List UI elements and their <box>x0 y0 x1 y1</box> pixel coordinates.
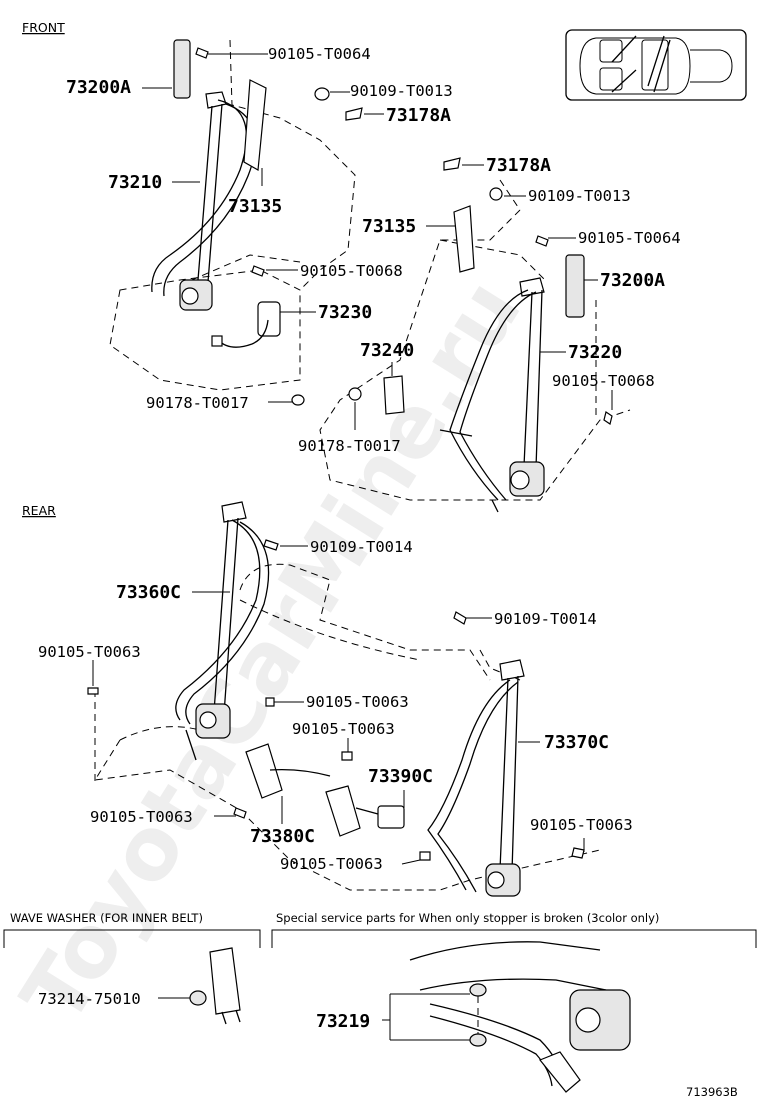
rear-fasteners <box>87 539 585 861</box>
label-90105-T0063-a: 90105-T0063 <box>38 643 141 661</box>
label-73210: 73210 <box>108 172 162 193</box>
upper-anchor-rear-right <box>499 659 525 681</box>
stopper-73219-b <box>469 1033 487 1047</box>
label-73390C: 73390C <box>368 766 433 787</box>
label-90105-T0063-f: 90105-T0063 <box>530 816 633 834</box>
front-left-fasteners <box>195 47 363 406</box>
label-90105-T0063-c: 90105-T0063 <box>292 720 395 738</box>
illustration-reference: 713963B <box>686 1085 738 1099</box>
front-right-belt-assembly <box>383 205 585 513</box>
buckle-73380c <box>245 743 283 799</box>
label-73360C: 73360C <box>116 582 181 603</box>
section-front-label: FRONT <box>22 20 65 35</box>
label-90105-T0068-b: 90105-T0068 <box>552 372 655 390</box>
anchor-73200a-left <box>173 39 191 99</box>
label-90105-T0063-d: 90105-T0063 <box>90 808 193 826</box>
front-right-fasteners <box>348 157 613 425</box>
stopper-73219-a <box>469 983 487 997</box>
rear-left-belt-assembly <box>175 501 270 761</box>
special-parts-heading: Special service parts for When only stop… <box>276 911 659 925</box>
pillar-cover-73135-left <box>243 79 267 171</box>
label-90105-T0064-a: 90105-T0064 <box>268 45 371 63</box>
label-90105-T0063-e: 90105-T0063 <box>280 855 383 873</box>
label-90109-T0013-b: 90109-T0013 <box>528 187 631 205</box>
lower-boxes <box>3 929 757 948</box>
label-73214-75010: 73214-75010 <box>38 990 141 1008</box>
label-90178-T0017-b: 90178-T0017 <box>298 437 401 455</box>
buckle-73240 <box>383 375 405 415</box>
upper-anchor-right <box>519 277 545 297</box>
label-73220: 73220 <box>568 342 622 363</box>
front-left-belt-assembly <box>151 39 281 348</box>
stopper-detail <box>409 941 631 1093</box>
wave-washer-detail <box>189 947 241 1025</box>
vehicle-location-inset <box>565 29 747 101</box>
label-73178A-a: 73178A <box>386 105 451 126</box>
anchor-73200a-right <box>565 254 585 318</box>
wave-washer-73214 <box>189 990 207 1006</box>
label-90109-T0013-a: 90109-T0013 <box>350 82 453 100</box>
part-labels: 90105-T0064 73200A 90109-T0013 73178A 73… <box>38 45 681 1032</box>
label-90105-T0063-b: 90105-T0063 <box>306 693 409 711</box>
label-73135-a: 73135 <box>228 196 282 217</box>
label-73178A-b: 73178A <box>486 155 551 176</box>
label-90105-T0064-b: 90105-T0064 <box>578 229 681 247</box>
label-73219: 73219 <box>316 1011 370 1032</box>
buckle-73390c-b <box>377 805 405 829</box>
wave-washer-heading: WAVE WASHER (FOR INNER BELT) <box>10 911 203 925</box>
label-90109-T0014-b: 90109-T0014 <box>494 610 597 628</box>
label-73230: 73230 <box>318 302 372 323</box>
label-73370C: 73370C <box>544 732 609 753</box>
label-73135-b: 73135 <box>362 216 416 237</box>
section-rear-label: REAR <box>22 503 56 518</box>
pillar-cover-73135-right <box>453 205 475 273</box>
rear-right-belt-assembly <box>427 659 525 897</box>
upper-anchor-left <box>205 91 227 109</box>
label-90105-T0068-a: 90105-T0068 <box>300 262 403 280</box>
buckle-73230 <box>257 301 281 337</box>
label-73380C: 73380C <box>250 826 315 847</box>
label-73200A-b: 73200A <box>600 270 665 291</box>
upper-anchor-rear-left <box>221 501 247 523</box>
rear-center-buckles <box>245 743 405 837</box>
buckle-73390c-a <box>325 785 361 837</box>
front-left-seat-outline <box>109 39 356 391</box>
label-90109-T0014-a: 90109-T0014 <box>310 538 413 556</box>
leader-lines <box>92 53 613 1041</box>
label-73240: 73240 <box>360 340 414 361</box>
label-73200A-a: 73200A <box>66 77 131 98</box>
label-90178-T0017-a: 90178-T0017 <box>146 394 249 412</box>
